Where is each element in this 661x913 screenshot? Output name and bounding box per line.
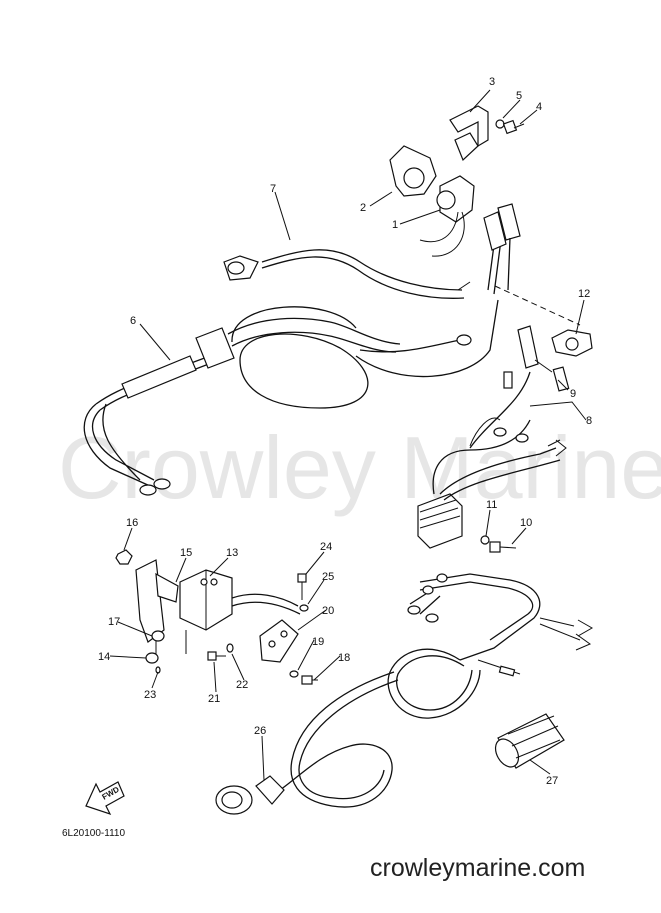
callouts: 3 5 4 2 1 7 6 12 9 8 11 10 16 15 13 24 2… <box>98 76 592 787</box>
terminals-part-26 <box>407 573 448 623</box>
bolt-part-21[interactable] <box>207 651 226 661</box>
callout-20: 20 <box>322 605 334 617</box>
callout-4: 4 <box>536 101 542 113</box>
leader-lines <box>109 89 587 781</box>
callout-12: 12 <box>578 288 590 300</box>
callout-5: 5 <box>516 90 522 102</box>
rectifier-part-8[interactable] <box>417 371 567 549</box>
callout-13: 13 <box>226 547 238 559</box>
callout-17: 17 <box>108 616 120 628</box>
bolt-part-4[interactable] <box>502 119 525 135</box>
cable-part-7[interactable] <box>223 203 521 299</box>
washer-part-5[interactable] <box>495 119 505 129</box>
bolt-part-16[interactable] <box>115 549 133 565</box>
nut-part-17[interactable] <box>151 630 165 642</box>
callout-18: 18 <box>338 652 350 664</box>
callout-25: 25 <box>322 571 334 583</box>
washer-part-19[interactable] <box>289 670 299 678</box>
callout-3: 3 <box>489 76 495 88</box>
callout-2: 2 <box>360 202 366 214</box>
washer-part-25[interactable] <box>299 604 309 612</box>
watermark: Crowley Marine <box>58 418 661 517</box>
bolt-part-24[interactable] <box>297 573 307 600</box>
website-label: crowleymarine.com <box>370 854 585 882</box>
washer-part-11[interactable] <box>480 535 490 545</box>
bolt-part-18[interactable] <box>301 675 318 685</box>
main-cable-part-26[interactable] <box>215 573 594 815</box>
reference-line <box>494 285 581 326</box>
bolt-part-10[interactable] <box>489 541 517 553</box>
nut-part-14[interactable] <box>145 652 159 664</box>
callout-14: 14 <box>98 651 110 663</box>
callout-6: 6 <box>130 315 136 327</box>
callout-27: 27 <box>546 775 558 787</box>
bracket-part-3[interactable] <box>449 105 489 162</box>
callout-9: 9 <box>570 388 576 400</box>
callout-22: 22 <box>236 679 248 691</box>
washer-part-22[interactable] <box>226 643 234 653</box>
callout-1: 1 <box>392 219 398 231</box>
fuse-part-9[interactable] <box>503 325 570 392</box>
holder-part-2[interactable] <box>389 145 437 197</box>
callout-24: 24 <box>320 541 332 553</box>
callout-16: 16 <box>126 517 138 529</box>
callout-10: 10 <box>520 517 532 529</box>
harness-part-6[interactable] <box>83 281 499 496</box>
callout-11: 11 <box>486 499 497 511</box>
diagram-code: 6L20100-1110 <box>62 828 125 839</box>
clamp-part-12[interactable] <box>551 329 593 357</box>
relay-part-1[interactable] <box>419 175 475 257</box>
callout-21: 21 <box>208 693 220 705</box>
callout-15: 15 <box>180 547 192 559</box>
forward-arrow-icon: FWD <box>85 781 125 816</box>
callout-23: 23 <box>144 689 156 701</box>
callout-8: 8 <box>586 415 592 427</box>
control-unit-part-13[interactable] <box>179 569 301 654</box>
bracket-part-20[interactable] <box>259 619 299 663</box>
grommet-part-27[interactable] <box>491 713 565 771</box>
callout-19: 19 <box>312 636 324 648</box>
callout-7: 7 <box>270 183 276 195</box>
callout-26: 26 <box>254 725 266 737</box>
bracket-part-15[interactable] <box>135 559 179 660</box>
